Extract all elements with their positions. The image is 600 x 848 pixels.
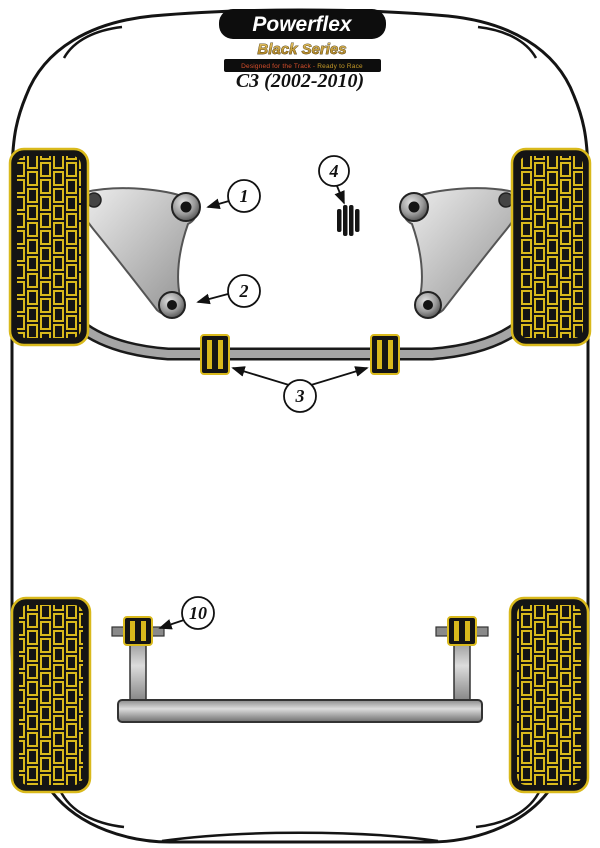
- callout-1: 1: [206, 179, 261, 213]
- fender-line-bottom-left: [58, 789, 125, 829]
- brand-series-text: Black Series: [257, 41, 346, 58]
- callout-10: 10: [158, 596, 215, 630]
- fender-line-top-left: [62, 25, 123, 59]
- tire-front-right: [510, 147, 592, 347]
- brand-tagline-left: Designed for the Track -: [241, 63, 317, 70]
- arb-bush-right: [370, 334, 400, 375]
- callout-2-number: 2: [239, 281, 249, 301]
- wishbone-rear-bush-left: [158, 291, 186, 319]
- rear-beam-bush-left: [111, 616, 165, 646]
- tire-rear-left: [10, 596, 92, 794]
- brand-tagline-bar: [224, 59, 381, 72]
- brand-tagline-right: Ready to Race: [317, 63, 363, 70]
- brand-logo: Powerflex Black Series Designed for the …: [219, 9, 386, 72]
- callout-3-number: 3: [295, 386, 305, 406]
- rear-axle-beam: [117, 635, 483, 723]
- rear-beam-bush-right: [435, 616, 489, 646]
- mount-bush-item4: [337, 205, 360, 236]
- model-title: C3 (2002-2010): [236, 70, 364, 92]
- callout-4-number: 4: [329, 161, 339, 181]
- tire-rear-right: [508, 596, 590, 794]
- arb-bush-left: [200, 334, 230, 375]
- brand-logo-text: Powerflex: [252, 13, 353, 36]
- callout-4: 4: [318, 155, 350, 205]
- fender-line-top-right: [477, 25, 538, 59]
- callout-2: 2: [196, 274, 261, 308]
- wishbone-rear-bush-right: [414, 291, 442, 319]
- callout-1-number: 1: [240, 186, 249, 206]
- wishbone-front-bush-right: [399, 192, 429, 222]
- callout-10-number: 10: [189, 603, 207, 623]
- wishbone-front-bush-left: [171, 192, 201, 222]
- brand-tagline-text: Designed for the Track - Ready to Race: [241, 63, 363, 70]
- fender-line-bottom-right: [475, 789, 542, 829]
- bumper-line-bottom: [161, 831, 439, 843]
- tire-front-left: [8, 147, 90, 347]
- brand-logo-pill: [219, 9, 386, 39]
- callout-3: 3: [231, 366, 369, 413]
